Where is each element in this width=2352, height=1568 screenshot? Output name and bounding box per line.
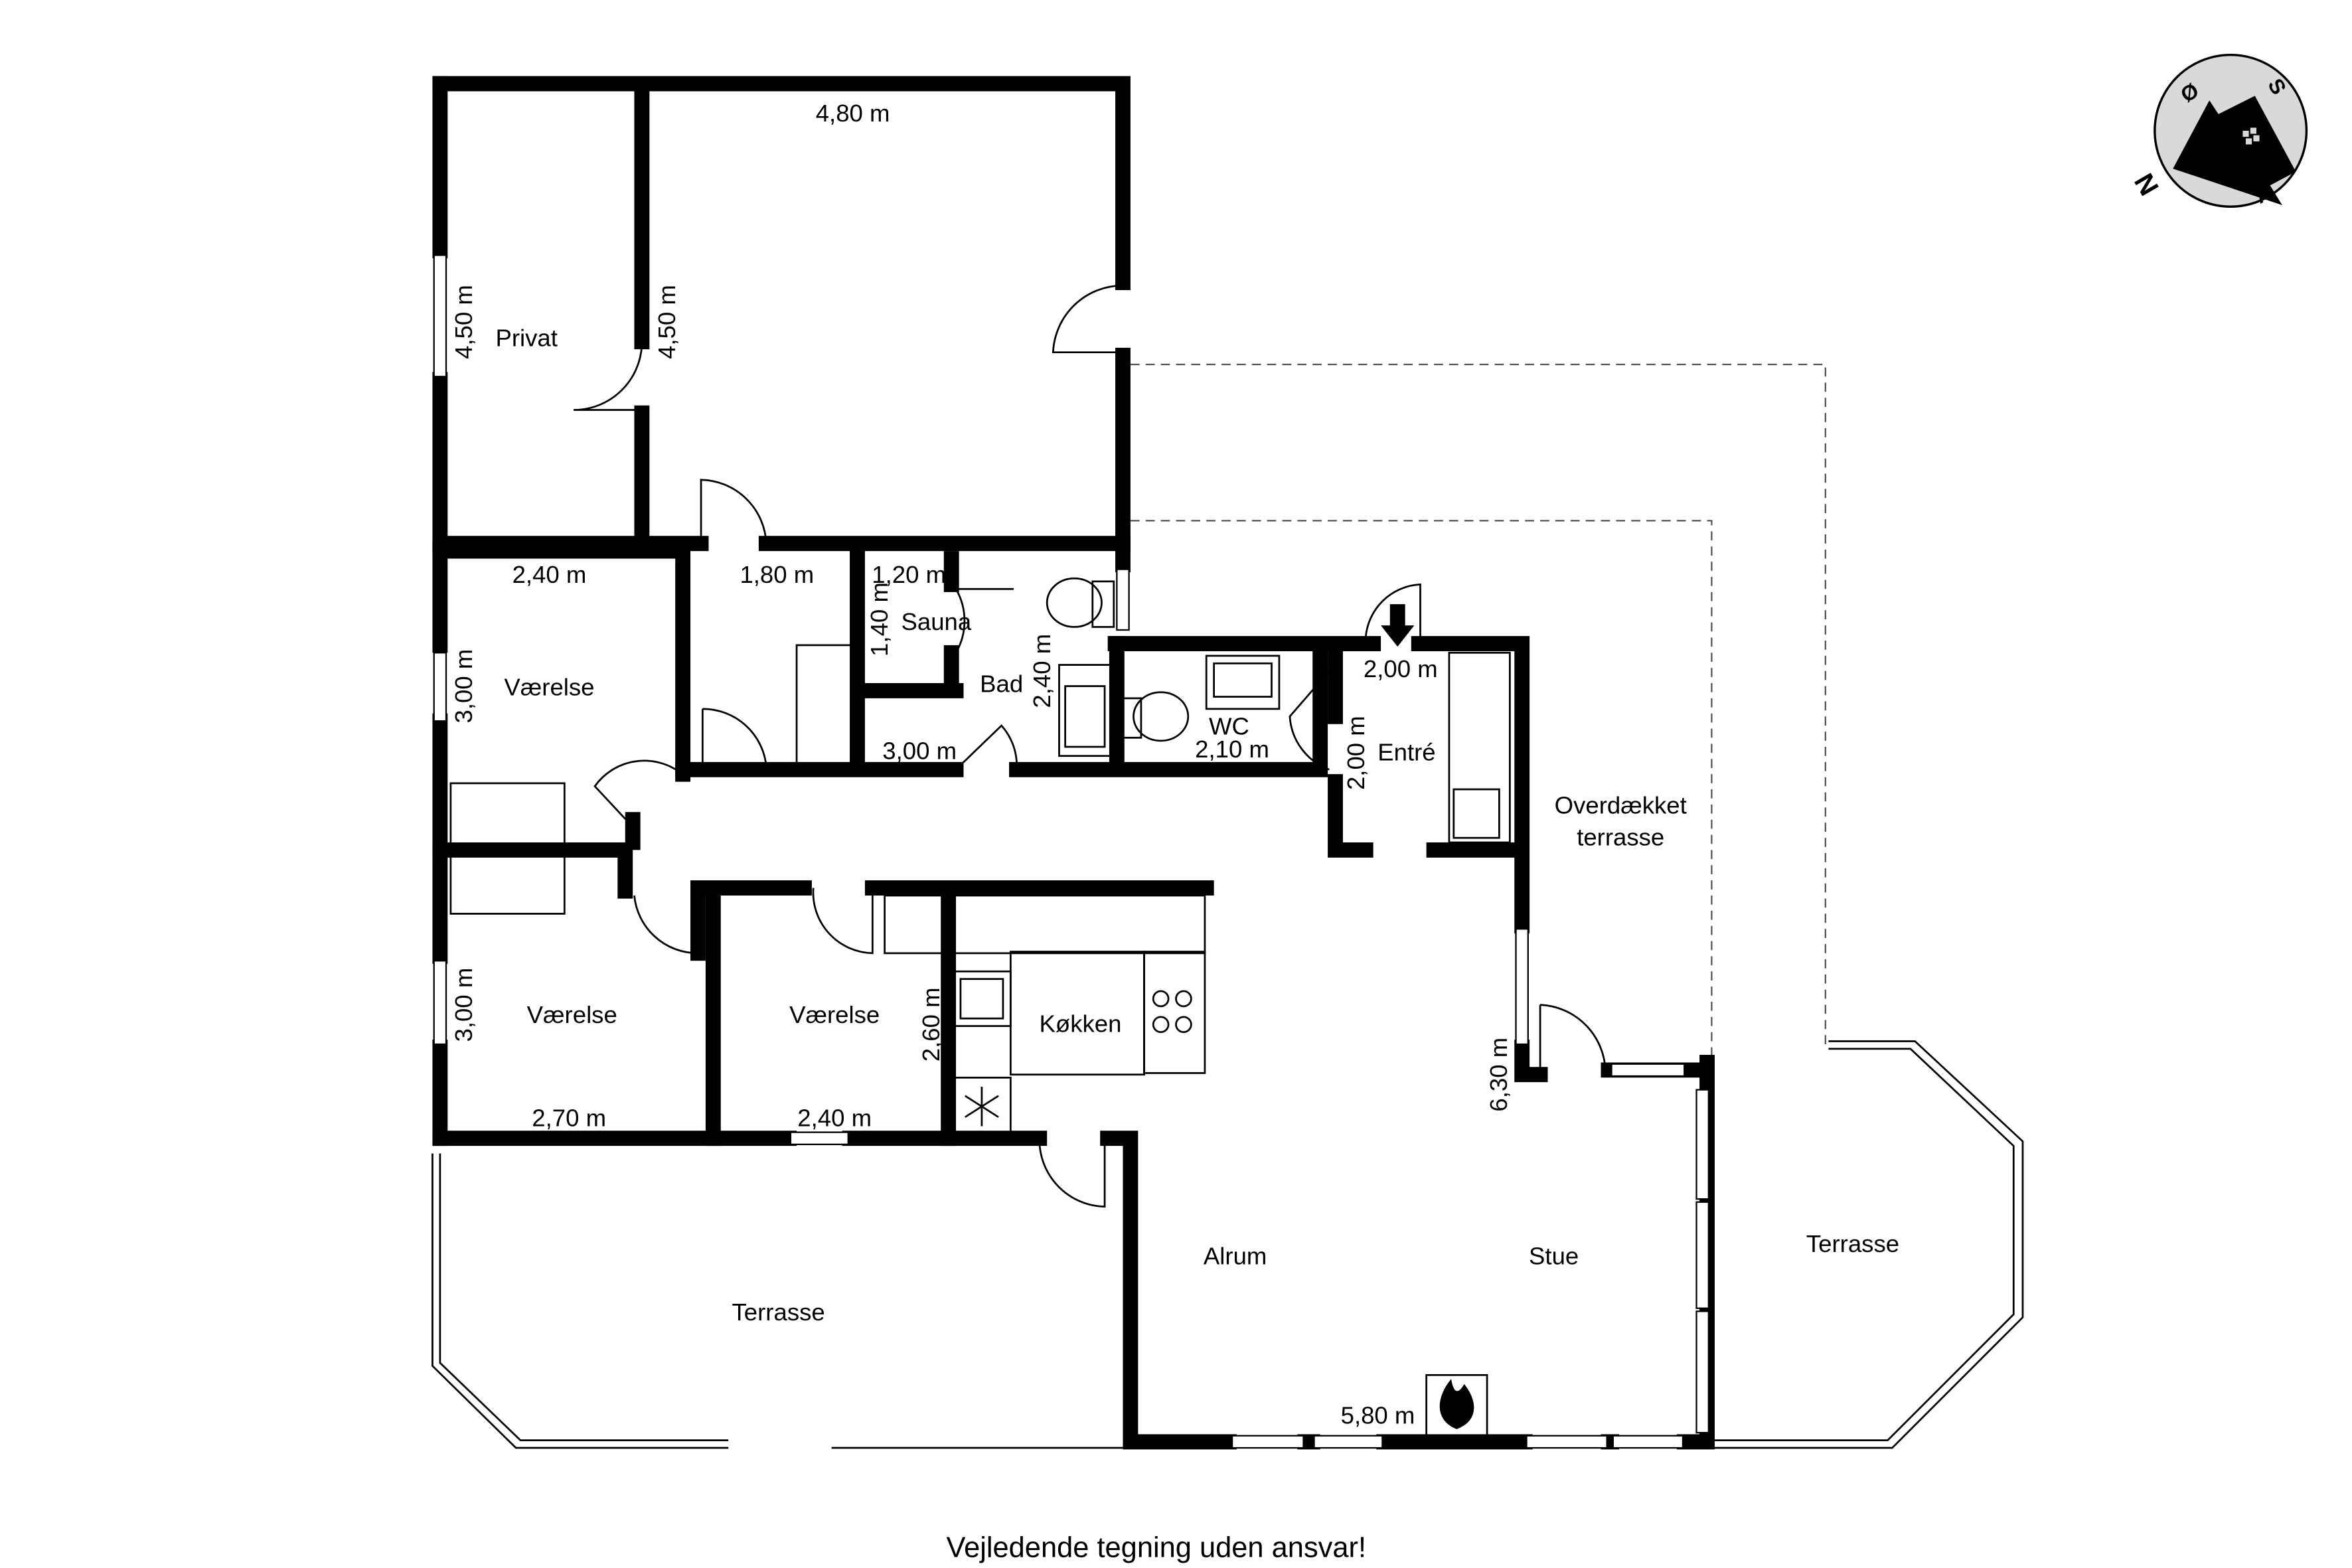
compass: Ø S V N bbox=[2128, 53, 2308, 208]
room-labels: Privat Værelse Værelse Værelse Sauna Bad… bbox=[495, 325, 1899, 1326]
room-vaerelse: Værelse bbox=[789, 1001, 880, 1028]
fireplace-icon bbox=[1425, 1373, 1488, 1437]
dim-label: 5,80 m bbox=[1341, 1401, 1415, 1429]
dim-label: 1,20 m bbox=[872, 561, 946, 588]
room-vaerelse: Værelse bbox=[504, 673, 594, 700]
room-terrasse: Terrasse bbox=[732, 1298, 825, 1326]
dim-label: 4,80 m bbox=[816, 100, 890, 127]
terrace-left-outline bbox=[439, 1153, 729, 1441]
room-covered-terrace: terrasse bbox=[1577, 824, 1664, 851]
dim-label: 2,10 m bbox=[1195, 736, 1269, 763]
room-alrum: Alrum bbox=[1204, 1242, 1267, 1269]
dim-label: 3,00 m bbox=[450, 968, 477, 1042]
dim-label: 2,00 m bbox=[1364, 655, 1438, 682]
terrace-right-outline bbox=[1707, 1048, 2015, 1441]
dim-label: 1,80 m bbox=[740, 561, 814, 588]
dim-label: 2,00 m bbox=[1342, 716, 1370, 790]
covered-terrace-inner-outline bbox=[1130, 520, 1713, 1063]
room-wc: WC bbox=[1209, 713, 1249, 740]
room-stue: Stue bbox=[1529, 1242, 1579, 1269]
covered-terrace-outline bbox=[1130, 363, 1826, 1048]
room-sauna: Sauna bbox=[901, 608, 971, 635]
dim-label: 1,40 m bbox=[866, 582, 893, 657]
dim-label: 2,40 m bbox=[797, 1104, 872, 1131]
dim-label: 3,00 m bbox=[450, 649, 477, 724]
kitchen-counter bbox=[952, 894, 1206, 955]
room-entre: Entré bbox=[1377, 739, 1435, 766]
terrace-right-outline bbox=[1707, 1040, 2024, 1449]
dim-label: 2,60 m bbox=[917, 987, 945, 1061]
dim-label: 3,00 m bbox=[882, 737, 957, 764]
bad-toilet-icon bbox=[1046, 577, 1103, 628]
house-direction-icon bbox=[2173, 96, 2296, 205]
wc-sink-icon bbox=[1205, 655, 1281, 710]
windows bbox=[433, 254, 1709, 1449]
bad-sink-icon bbox=[1058, 664, 1115, 757]
dim-label: 2,40 m bbox=[512, 561, 587, 588]
dimension-labels: 4,80 m 4,50 m 4,50 m 2,40 m 1,80 m 1,20 … bbox=[450, 100, 1512, 1429]
dim-label: 2,70 m bbox=[532, 1104, 606, 1131]
room-vaerelse: Værelse bbox=[527, 1001, 617, 1028]
wc-toilet-icon bbox=[1133, 691, 1190, 742]
room-koekken: Køkken bbox=[1040, 1010, 1122, 1038]
dim-label: 4,50 m bbox=[653, 285, 680, 359]
door-swings bbox=[574, 284, 1607, 1208]
dim-label: 4,50 m bbox=[450, 285, 477, 359]
dim-label: 6,30 m bbox=[1485, 1038, 1512, 1112]
fixtures bbox=[449, 577, 1511, 1437]
compass-n: N bbox=[2128, 168, 2165, 200]
room-bad: Bad bbox=[980, 670, 1023, 698]
terrace-left-outline bbox=[431, 1153, 729, 1449]
kitchen-sink-icon bbox=[952, 970, 1012, 1027]
room-terrasse: Terrasse bbox=[1806, 1230, 1899, 1257]
entrance-arrow-icon bbox=[1381, 604, 1415, 647]
room-privat: Privat bbox=[495, 325, 557, 352]
dim-label: 2,40 m bbox=[1028, 634, 1056, 708]
fridge-icon bbox=[952, 1076, 1012, 1137]
disclaimer-footer: Vejledende tegning uden ansvar! bbox=[947, 1532, 1367, 1564]
room-covered-terrace: Overdækket bbox=[1555, 792, 1687, 819]
